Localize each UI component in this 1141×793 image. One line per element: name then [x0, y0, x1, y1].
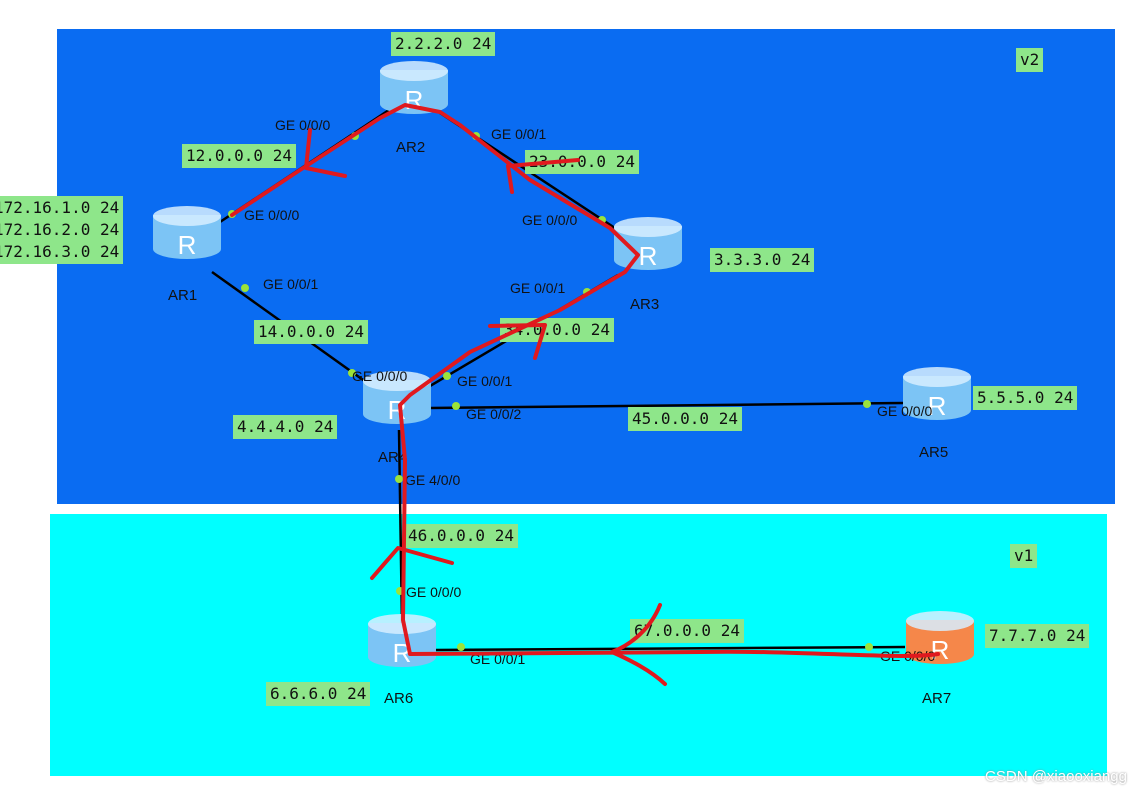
svg-text:R: R — [388, 395, 407, 425]
port-dot — [598, 216, 606, 224]
subnet-link-46: 46.0.0.0 24 — [404, 524, 518, 548]
router-name-ar5: AR5 — [919, 444, 949, 461]
interface-label: GE 0/0/1 — [491, 126, 547, 142]
router-ar6[interactable]: R — [367, 613, 437, 669]
svg-text:R: R — [178, 230, 197, 260]
router-name-ar4: AR4 — [378, 449, 408, 466]
area-label-v2: v2 — [1016, 48, 1044, 72]
link-ar6-ar7 — [434, 645, 906, 652]
svg-text:R: R — [639, 241, 658, 271]
router-name-ar1: AR1 — [168, 287, 198, 304]
subnet-ar3-loopback: 3.3.3.0 24 — [710, 248, 815, 272]
router-ar2[interactable]: R — [379, 60, 449, 116]
subnet-ar2-loopback: 2.2.2.0 24 — [391, 32, 496, 56]
subnet-ar4-loopback: 4.4.4.0 24 — [233, 415, 338, 439]
router-icon: R — [614, 217, 682, 271]
subnet-link-14: 14.0.0.0 24 — [254, 320, 368, 344]
interface-label: GE 4/0/0 — [405, 472, 461, 488]
subnet-link-12: 12.0.0.0 24 — [182, 144, 296, 168]
port-dot — [457, 643, 465, 651]
subnet-link-67: 67.0.0.0 24 — [630, 619, 744, 643]
subnet-ar6-loopback: 6.6.6.0 24 — [266, 682, 371, 706]
router-ar3[interactable]: R — [613, 216, 683, 272]
interface-label: GE 0/0/0 — [522, 212, 578, 228]
port-dot — [351, 132, 359, 140]
svg-text:R: R — [393, 638, 412, 668]
port-dot — [443, 372, 451, 380]
interface-label: GE 0/0/1 — [470, 651, 526, 667]
router-icon: R — [380, 61, 448, 115]
port-dot — [865, 643, 873, 651]
router-icon: R — [153, 206, 221, 260]
interface-label: GE 0/0/2 — [466, 406, 522, 422]
subnet-link-45: 45.0.0.0 24 — [628, 407, 742, 431]
interface-label: GE 0/0/0 — [275, 117, 331, 133]
router-name-ar2: AR2 — [396, 139, 426, 156]
port-dot — [583, 288, 591, 296]
area-label-v1: v1 — [1010, 544, 1038, 568]
port-dot — [395, 475, 403, 483]
subnet-ar7-loopback: 7.7.7.0 24 — [985, 624, 1090, 648]
router-name-ar3: AR3 — [630, 296, 660, 313]
interface-label: GE 0/0/0 — [244, 207, 300, 223]
interface-label: GE 0/0/0 — [880, 648, 936, 664]
interface-label: GE 0/0/1 — [510, 280, 566, 296]
port-dot — [228, 210, 236, 218]
port-dot — [452, 402, 460, 410]
subnet-ar1-loopbacks: 172.16.1.0 24 172.16.2.0 24 172.16.3.0 2… — [0, 196, 124, 264]
svg-text:R: R — [405, 85, 424, 115]
router-name-ar6: AR6 — [384, 690, 414, 707]
router-name-ar7: AR7 — [922, 690, 952, 707]
interface-label: GE 0/0/1 — [457, 373, 513, 389]
subnet-link-34: 34.0.0.0 24 — [500, 318, 614, 342]
interface-label: GE 0/0/0 — [352, 368, 408, 384]
subnet-link-23: 23.0.0.0 24 — [525, 150, 639, 174]
port-dot — [396, 587, 404, 595]
router-icon: R — [368, 614, 436, 668]
port-dot — [472, 132, 480, 140]
interface-label: GE 0/0/1 — [263, 276, 319, 292]
interface-label: GE 0/0/0 — [877, 403, 933, 419]
subnet-ar5-loopback: 5.5.5.0 24 — [973, 386, 1078, 410]
port-dot — [863, 400, 871, 408]
watermark: CSDN @xiaooxiangg — [985, 768, 1127, 785]
router-ar1[interactable]: R — [152, 205, 222, 261]
interface-label: GE 0/0/0 — [406, 584, 462, 600]
port-dot — [241, 284, 249, 292]
